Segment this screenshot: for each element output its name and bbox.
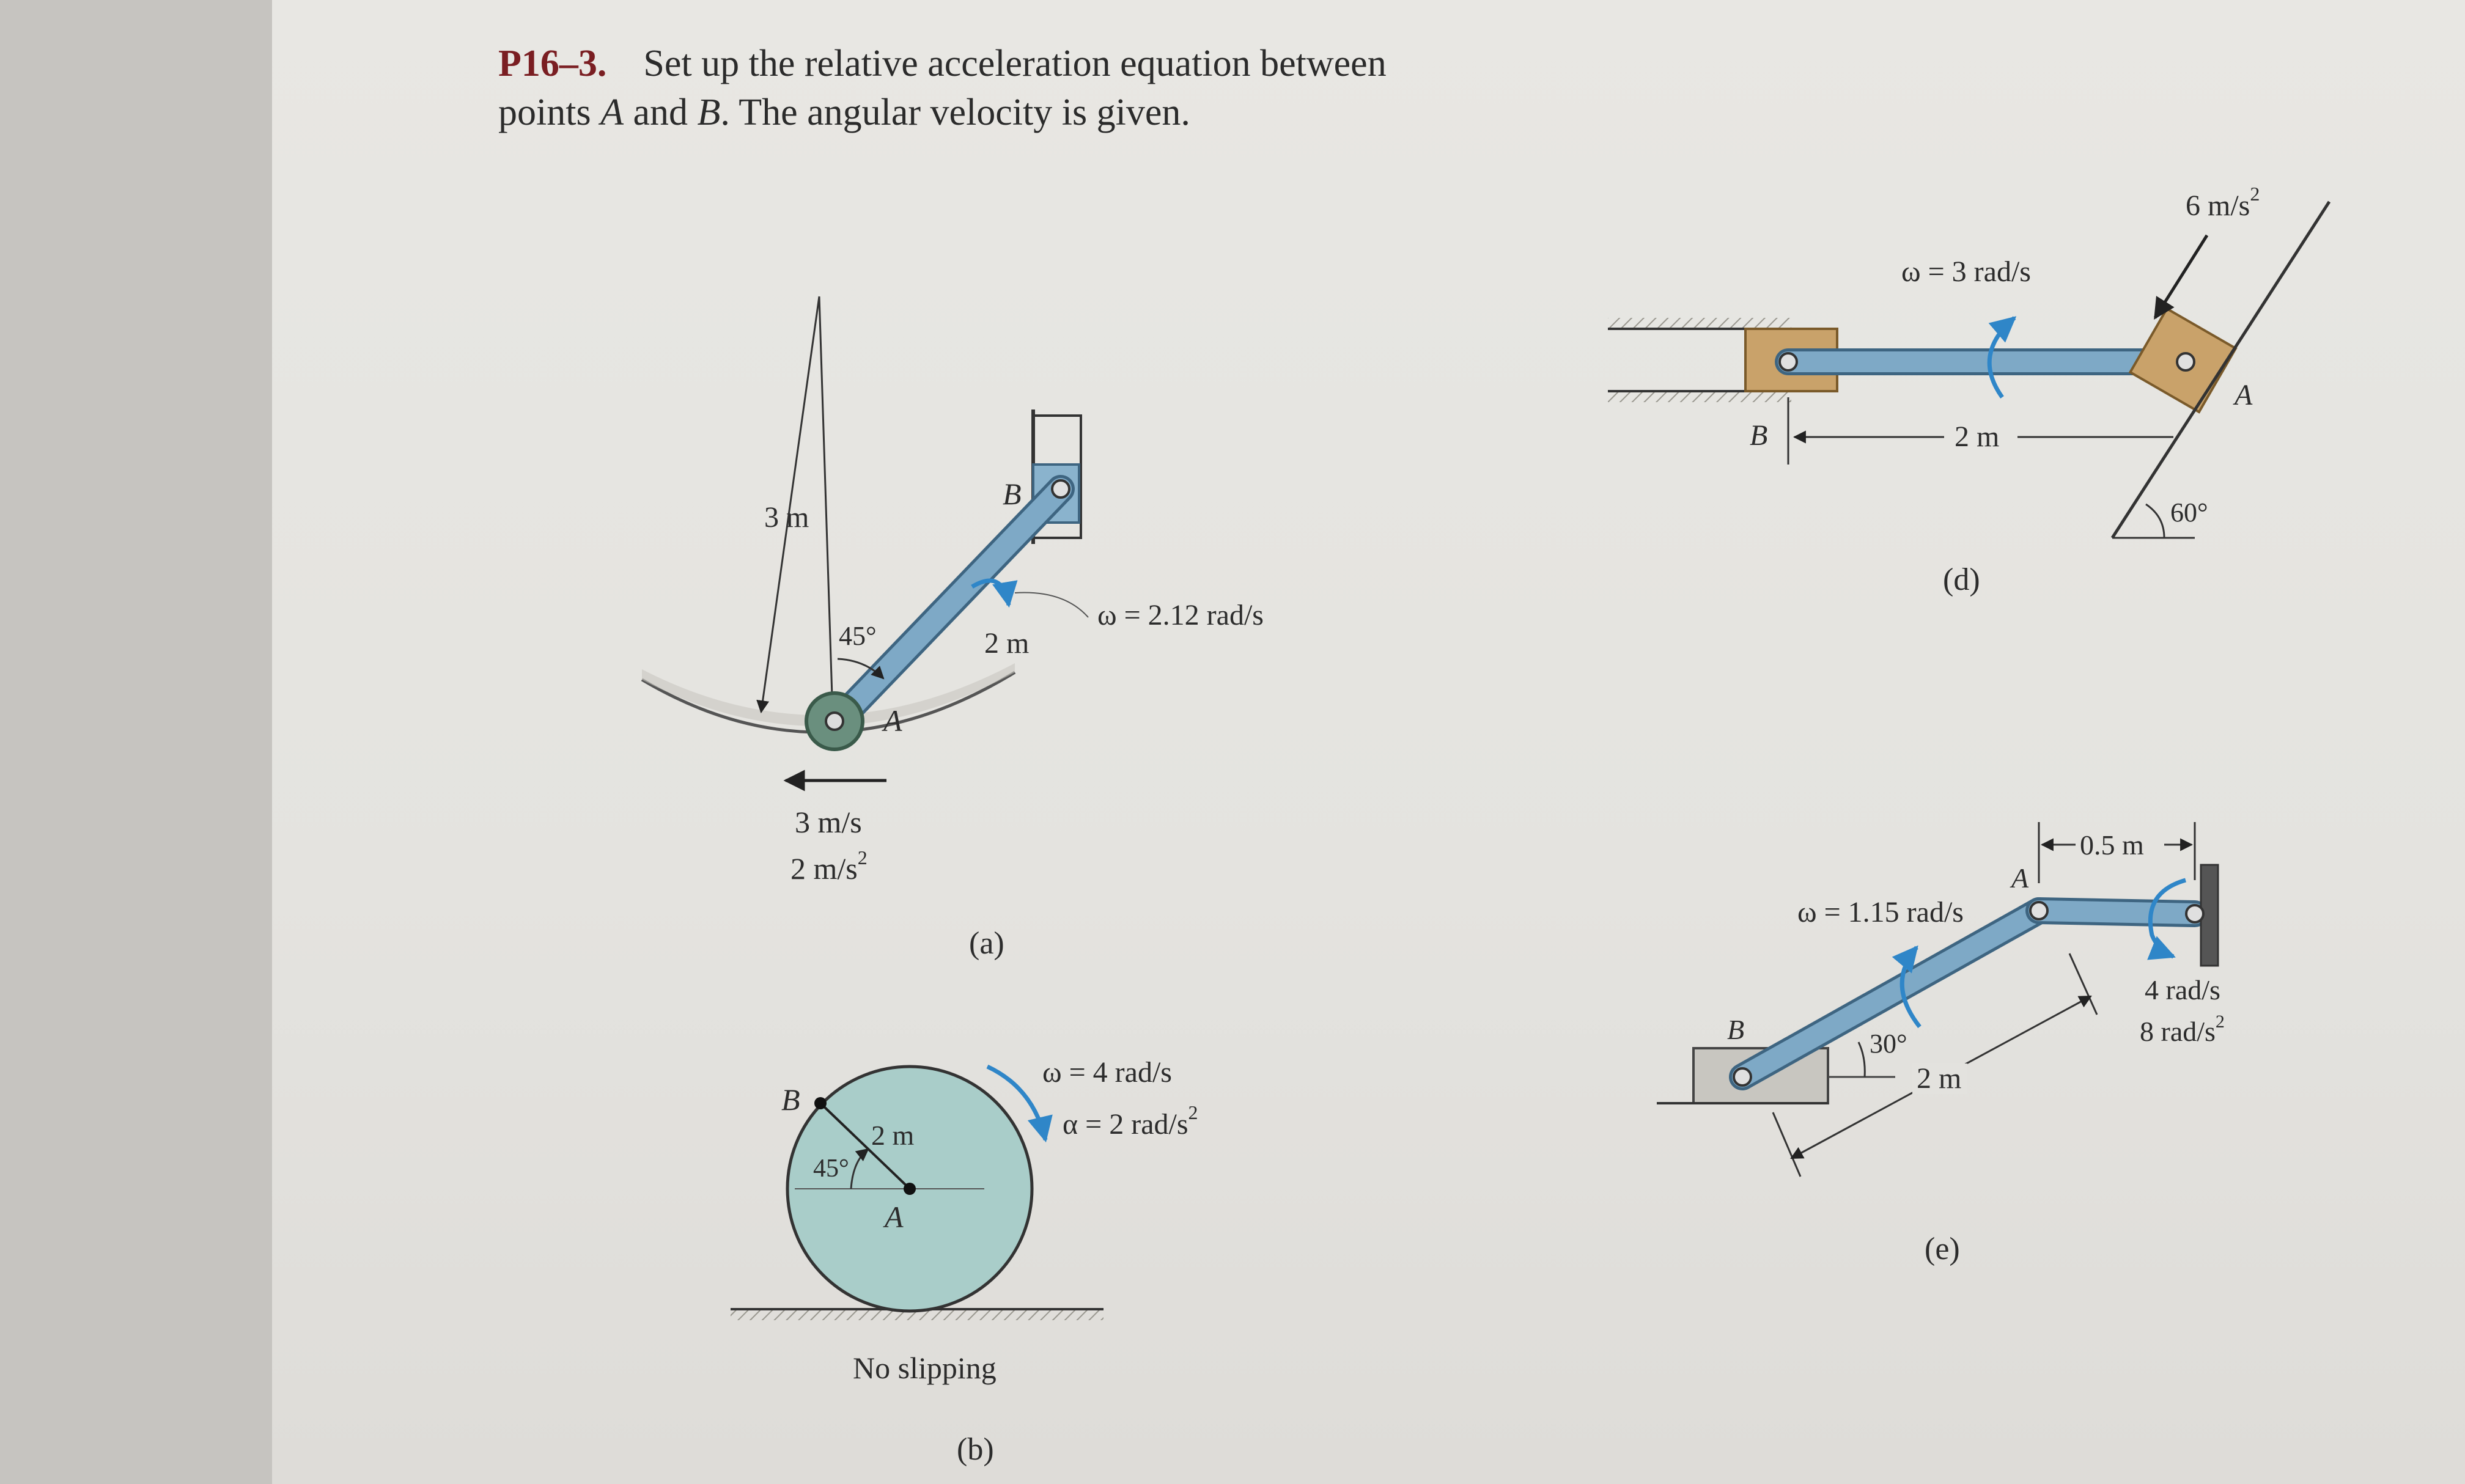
link-a-pivot-fill: [2028, 900, 2205, 924]
rotation-arrow: [986, 1064, 1053, 1143]
point-a-label: A: [2010, 862, 2029, 894]
problem-line-1: P16–3. Set up the relative acceleration e…: [498, 39, 1660, 88]
point-a-label: A: [2233, 379, 2253, 411]
velocity-label: 3 m/s: [795, 805, 862, 839]
pin-b: [1778, 352, 1798, 372]
angle-label: 45°: [813, 1155, 849, 1183]
figure-b: B A 2 m 45° ω = 4 rad/s α = 2 rad/s2 No …: [731, 1056, 1198, 1467]
angle-arc-30: [1857, 1041, 1866, 1078]
pin-a: [2029, 901, 2049, 920]
lower-guide: [1608, 391, 1791, 402]
center-a-dot: [904, 1183, 916, 1195]
accel-exponent: 2: [858, 847, 868, 869]
link-ab-fill: [827, 478, 1072, 732]
angle-label: 30°: [1870, 1029, 1907, 1059]
angle-label: 60°: [2170, 498, 2208, 527]
radius-line-1: [756, 296, 820, 714]
angle-arc-45: [837, 658, 885, 680]
inclined-surface: [2110, 200, 2331, 539]
pivot-alpha-value: 8 rad/s: [2140, 1016, 2216, 1047]
pin-b: [1051, 479, 1070, 499]
pin-a: [2176, 352, 2195, 372]
angle-arc-60: [2145, 503, 2165, 538]
curved-track-shade: [642, 663, 1015, 727]
figure-b-caption: (b): [957, 1432, 994, 1467]
length-label: 2 m: [1955, 421, 1999, 453]
offset-label: 0.5 m: [2080, 829, 2144, 861]
link-length-label: 2 m: [984, 627, 1029, 659]
pin-a: [825, 711, 844, 731]
figure-d-caption: (d): [1943, 562, 1980, 597]
omega-arc: [971, 578, 1018, 608]
point-a-symbol: A: [600, 92, 624, 133]
pin-pivot: [2185, 904, 2205, 924]
no-slip-note: No slipping: [853, 1351, 997, 1385]
radius-line-2: [818, 296, 834, 716]
radius-label: 3 m: [764, 501, 809, 534]
ground-b: [731, 1309, 1104, 1320]
figure-d: 60° A 6 m/s2 ω = 3 rad/s 2 m B (d): [1608, 183, 2331, 597]
point-b-label: B: [781, 1082, 800, 1117]
problem-line-2: points A and B. The angular velocity is …: [498, 88, 1660, 137]
accel-label: 2 m/s2: [790, 847, 868, 886]
pin-b: [1733, 1067, 1752, 1087]
problem-number: P16–3.: [498, 43, 607, 84]
pivot-alpha-label: 8 rad/s2: [2140, 1012, 2225, 1047]
left-margin-strip: [0, 0, 272, 1484]
angle-label: 45°: [839, 621, 877, 651]
length-label-bg: [1912, 1063, 1967, 1094]
figure-a-caption: (a): [969, 926, 1004, 961]
alpha-value: α = 2 rad/s: [1063, 1108, 1188, 1141]
alpha-label: α = 2 rad/s2: [1063, 1101, 1198, 1141]
length-label: 2 m: [1917, 1062, 1961, 1095]
point-a-label: A: [883, 1200, 904, 1234]
problem-text-part: . The angular velocity is given.: [720, 92, 1190, 133]
point-b-label: B: [1003, 477, 1022, 511]
omega-label: ω = 3 rad/s: [1901, 255, 2031, 288]
alpha-exponent: 2: [1188, 1101, 1198, 1123]
angle-arc: [850, 1148, 869, 1189]
omega-label: ω = 4 rad/s: [1042, 1056, 1172, 1089]
figure-a: 3 m B A 45° 2 m ω = 2.12 rad/s 3 m/s 2 m…: [641, 296, 1264, 961]
accel-value: 2 m/s: [790, 851, 858, 886]
point-b-symbol: B: [697, 92, 721, 133]
length-ext-1: [1772, 1112, 1802, 1177]
problem-text-line-1: Set up the relative acceleration equatio…: [643, 43, 1387, 84]
problem-text-part: points: [498, 92, 601, 133]
figure-e-caption: (e): [1925, 1232, 1960, 1266]
problem-text-part: and: [623, 92, 698, 133]
omega-arc: [1987, 316, 2017, 399]
point-b-label: B: [1727, 1014, 1744, 1045]
length-ext-2: [2068, 953, 2098, 1015]
radius-label: 2 m: [871, 1120, 915, 1151]
accel-arrow: [2153, 234, 2209, 320]
problem-statement: P16–3. Set up the relative acceleration e…: [498, 39, 1660, 137]
pivot-omega-label: 4 rad/s: [2145, 974, 2220, 1005]
point-b-label: B: [1750, 419, 1767, 452]
figure-e: B A ω = 1.15 rad/s 4 rad/s 8 rad/s2 0.5 …: [1657, 822, 2225, 1266]
omega-label: ω = 2.12 rad/s: [1097, 599, 1264, 631]
accel-value: 6 m/s: [2186, 189, 2250, 222]
accel-exponent: 2: [2250, 183, 2260, 205]
point-a-label: A: [882, 703, 902, 738]
upper-guide: [1608, 318, 1791, 329]
pivot-alpha-exponent: 2: [2216, 1012, 2225, 1032]
accel-label: 6 m/s2: [2186, 183, 2260, 222]
omega-arc-pivot: [2147, 878, 2186, 960]
omega-label: ω = 1.15 rad/s: [1797, 896, 1964, 928]
leader-line: [1014, 592, 1089, 618]
textbook-page: [272, 0, 2465, 1484]
point-b-dot: [814, 1097, 827, 1109]
radius-b: [819, 1102, 911, 1190]
